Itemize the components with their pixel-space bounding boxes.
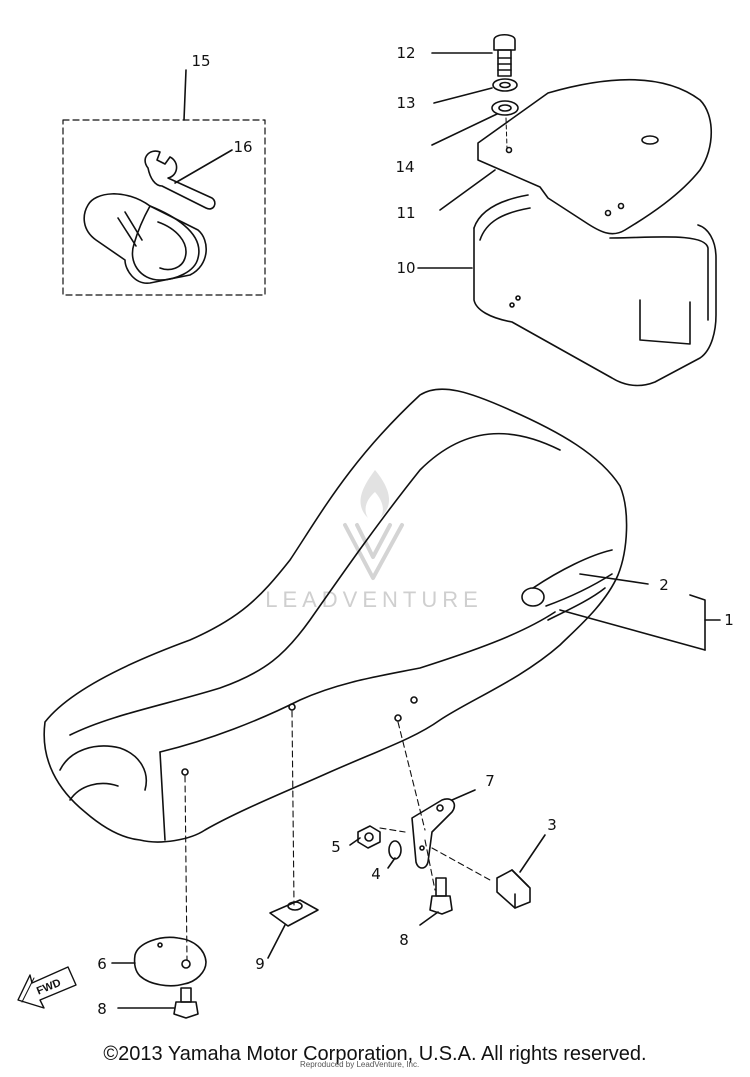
callout-12: 12 [396,44,415,62]
cover-plate-11 [477,78,712,235]
callout-16: 16 [233,138,252,156]
nut-5 [357,825,381,849]
bolt-8-left [173,987,199,1019]
callout-11: 11 [396,204,415,222]
tool-bag [83,193,207,284]
leadventure-watermark [343,470,404,580]
tool-kit-group [62,69,266,296]
clip-nut-9 [269,899,319,927]
storage-box-10 [473,194,717,387]
washer-4 [388,840,402,860]
callout-8-left: 8 [97,1000,107,1018]
callout-13: 13 [396,94,415,112]
seat-front-hole [521,587,545,607]
callout-9: 9 [255,955,265,973]
callout-7: 7 [485,772,495,790]
callout-1: 1 [724,611,734,629]
bolt-8-right [429,877,453,915]
bolt-12 [493,33,516,77]
callout-14: 14 [395,158,414,176]
plain-washer-14 [491,100,519,116]
callout-6: 6 [97,955,107,973]
seat-box-assembly [417,33,717,387]
callout-4: 4 [371,865,381,883]
fwd-arrow-icon [17,966,77,1009]
wrench-icon [144,150,216,210]
v-logo [343,523,404,580]
copyright-notice: ©2013 Yamaha Motor Corporation, U.S.A. A… [103,1043,647,1065]
lock-washer-13 [492,78,518,92]
callout-8-right: 8 [399,931,409,949]
mount-plate-6 [133,936,207,987]
callout-10: 10 [396,259,415,277]
callout-2: 2 [659,576,669,594]
tool-kit-dashed-box [62,119,266,296]
bolt-3 [496,869,531,909]
assembly-guide-lines [184,710,491,961]
seat-1 [43,388,628,843]
watermark-brand: LEADVENTURE [265,587,483,612]
callout-5: 5 [331,838,341,856]
bracket-7 [411,798,456,869]
callout-15: 15 [191,52,210,70]
reproduced-by-notice: Reproduced by LeadVenture, Inc. [300,1060,420,1069]
callout-3: 3 [547,816,557,834]
flame-logo [360,470,390,518]
